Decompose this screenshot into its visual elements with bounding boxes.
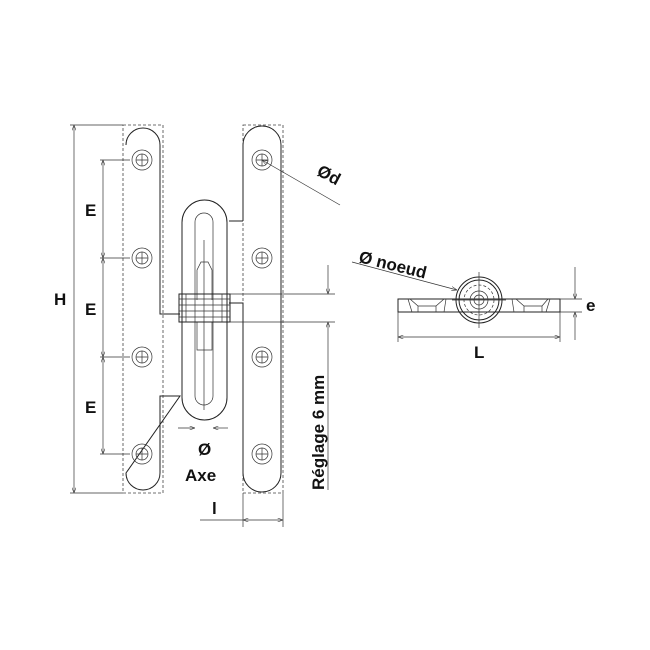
axis-diameter-symbol: Ø (198, 440, 211, 459)
knuckle (178, 199, 231, 421)
thickness-label: e (586, 296, 595, 315)
screw-hole (131, 149, 153, 171)
screw-holes (131, 149, 273, 465)
right-leaf (229, 125, 282, 493)
left-leaf-outline (122, 124, 164, 494)
spacing-label-1: E (85, 201, 96, 220)
knuckle-diameter-leader (351, 261, 457, 290)
height-label: H (54, 290, 66, 309)
side-view (397, 272, 561, 328)
left-leaf (125, 127, 181, 491)
offset-label: l (212, 499, 217, 518)
screw-hole (131, 247, 153, 269)
spacing-label-2: E (85, 300, 96, 319)
spacing-label-3: E (85, 398, 96, 417)
axis-label: Axe (185, 466, 216, 485)
knuckle-diameter-label: Ø noeud (357, 247, 429, 282)
screw-hole (131, 346, 153, 368)
adjustment-label: Réglage 6 mm (309, 375, 328, 490)
hole-diameter-leader (262, 160, 341, 206)
screw-hole (251, 346, 273, 368)
screw-hole (131, 443, 153, 465)
right-leaf-outline (242, 124, 284, 494)
screw-hole (251, 443, 273, 465)
hole-diameter-label: Ød (314, 161, 344, 189)
spacing-dimensions (100, 159, 130, 455)
length-label: L (474, 343, 484, 362)
screw-hole (251, 247, 273, 269)
